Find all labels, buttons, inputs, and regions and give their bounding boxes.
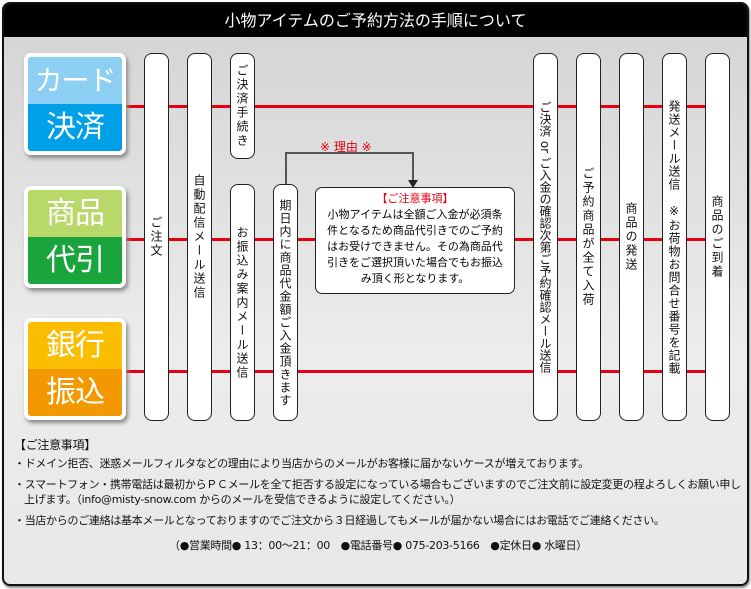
badge-label-bottom: 振込 (28, 369, 122, 416)
note-item: ・スマートフォン・携帯電話は最初からＰＣメールを全て拒否する設定になっている場合… (14, 478, 741, 506)
page-title: 小物アイテムのご予約方法の手順について (4, 4, 747, 37)
badge-label-bottom: 決済 (28, 104, 122, 151)
step-ship-mail: 発送メール送信 ※お荷物お問合せ番号を記載 (662, 53, 687, 421)
step-arrival-stock: ご予約商品が全て入荷 (576, 53, 601, 421)
note-body: 小物アイテムは全額ご入金が必須条件となるため商品代引きでのご予約はお受けできませ… (327, 208, 503, 285)
step-card-procedure: ご決済手続き (230, 53, 255, 159)
badge-bank-transfer: 銀行 振込 (24, 318, 126, 420)
step-order: ご注文 (144, 53, 169, 421)
cod-note-box: 【ご注意事項】 小物アイテムは全額ご入金が必須条件となるため商品代引きでのご予約… (315, 187, 515, 294)
notes-section: 【ご注意事項】 ・ドメイン拒否、迷惑メールフィルタなどの理由により当店からのメー… (14, 438, 742, 559)
note-item: ・ドメイン拒否、迷惑メールフィルタなどの理由により当店からのメールがお客様に届か… (14, 457, 589, 470)
step-delivered: 商品のご到着 (705, 53, 730, 421)
badge-card-payment: カード 決済 (24, 53, 126, 155)
step-transfer-mail: お振込み案内メール送信 (230, 184, 255, 421)
business-info: （●営業時間● 13：00～21：00 ●電話番号● 075-203-5166 … (169, 539, 587, 552)
badge-label-top: 商品 (28, 190, 122, 237)
badge-label-top: カード (28, 57, 122, 104)
notes-heading: 【ご注意事項】 (14, 438, 96, 452)
note-title: 【ご注意事項】 (376, 192, 454, 205)
badge-cash-on-delivery: 商品 代引 (24, 186, 126, 288)
note-item: ・当店からのご連絡は基本メールとなっておりますのでご注文から３日経過してもメール… (14, 514, 665, 527)
reason-bracket (285, 152, 414, 154)
step-auto-mail: 自動配信メール送信 (187, 53, 212, 421)
arrow-down-icon (408, 180, 418, 188)
step-ship: 商品の発送 (619, 53, 644, 421)
reason-label: ※ 理由 ※ (320, 140, 372, 154)
flow-line-bank (124, 370, 708, 373)
badge-label-top: 銀行 (28, 322, 122, 369)
step-confirm: ご決済 or ご入金の確認次第ご予約確認メール送信 (533, 53, 558, 421)
reason-bracket (285, 152, 287, 184)
flow-line-card (124, 105, 708, 108)
badge-label-bottom: 代引 (28, 237, 122, 284)
reason-bracket (412, 152, 414, 180)
step-cod-deposit: 期日内に商品代金額ご入金頂きます (273, 184, 298, 421)
